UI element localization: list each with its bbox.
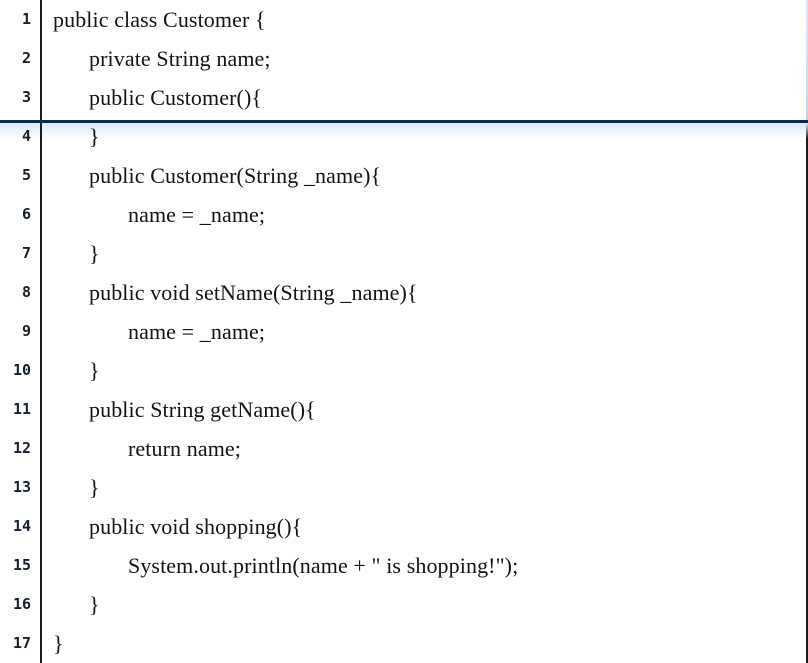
line-number: 8 xyxy=(21,283,31,301)
code-line-row[interactable]: 17} xyxy=(0,624,808,663)
line-number: 3 xyxy=(21,88,31,106)
line-code-text[interactable]: name = _name; xyxy=(128,318,266,344)
line-number: 6 xyxy=(21,205,31,223)
line-code-text[interactable]: return name; xyxy=(128,435,241,461)
line-code-text[interactable]: public class Customer { xyxy=(53,6,266,32)
line-code-text[interactable]: public void shopping(){ xyxy=(89,513,303,539)
line-number: 4 xyxy=(21,127,31,145)
line-number: 12 xyxy=(12,439,31,457)
code-line-row[interactable]: 6 name = _name; xyxy=(0,195,808,234)
line-number: 15 xyxy=(12,556,31,574)
code-line-row[interactable]: 1 public class Customer { xyxy=(0,0,808,39)
right-edge-rule xyxy=(806,122,808,663)
code-line-row[interactable]: 10} xyxy=(0,351,808,390)
code-line-row[interactable]: 9 name = _name; xyxy=(0,312,808,351)
line-number: 9 xyxy=(21,322,31,340)
code-line-row[interactable]: 12 return name; xyxy=(0,429,808,468)
line-number: 2 xyxy=(21,49,31,67)
code-line-row[interactable]: 14 public void shopping(){ xyxy=(0,507,808,546)
code-line-row[interactable]: 15 System.out.println(name + " is shoppin… xyxy=(0,546,808,585)
code-line-row[interactable]: 4} xyxy=(0,117,808,156)
row-divider xyxy=(0,120,808,123)
line-code-text[interactable]: public Customer(String _name){ xyxy=(89,162,382,188)
line-number: 11 xyxy=(12,400,31,418)
line-number: 7 xyxy=(21,244,31,262)
line-code-text[interactable]: public void setName(String _name){ xyxy=(89,279,418,305)
code-line-row[interactable]: 2 private String name; xyxy=(0,39,808,78)
line-code-text[interactable]: } xyxy=(89,474,100,500)
line-number: 14 xyxy=(12,517,31,535)
line-number: 16 xyxy=(12,595,31,613)
code-line-row[interactable]: 11 public String getName(){ xyxy=(0,390,808,429)
line-code-text[interactable]: System.out.println(name + " is shopping!… xyxy=(128,552,519,578)
line-number: 13 xyxy=(12,478,31,496)
line-code-text[interactable]: } xyxy=(89,357,100,383)
line-code-text[interactable]: } xyxy=(89,591,100,617)
gutter-separator-rule xyxy=(40,0,42,663)
code-line-row[interactable]: 8 public void setName(String _name){ xyxy=(0,273,808,312)
line-code-text[interactable]: name = _name; xyxy=(128,201,266,227)
line-code-text[interactable]: } xyxy=(53,630,64,656)
line-code-text[interactable]: } xyxy=(89,123,100,149)
line-number: 5 xyxy=(21,166,31,184)
line-code-text[interactable]: public Customer(){ xyxy=(89,84,263,110)
line-code-text[interactable]: private String name; xyxy=(89,45,271,71)
code-line-row[interactable]: 7} xyxy=(0,234,808,273)
line-number: 1 xyxy=(21,10,31,28)
right-edge-accent-rule xyxy=(806,0,808,122)
line-number: 17 xyxy=(12,634,31,652)
code-line-row[interactable]: 16} xyxy=(0,585,808,624)
line-number: 10 xyxy=(12,361,31,379)
row-divider-glow xyxy=(0,123,808,139)
code-line-row[interactable]: 5 public Customer(String _name){ xyxy=(0,156,808,195)
code-line-row[interactable]: 13} xyxy=(0,468,808,507)
line-code-text[interactable]: } xyxy=(89,240,100,266)
line-code-text[interactable]: public String getName(){ xyxy=(89,396,316,422)
code-line-row[interactable]: 3 public Customer(){ xyxy=(0,78,808,117)
